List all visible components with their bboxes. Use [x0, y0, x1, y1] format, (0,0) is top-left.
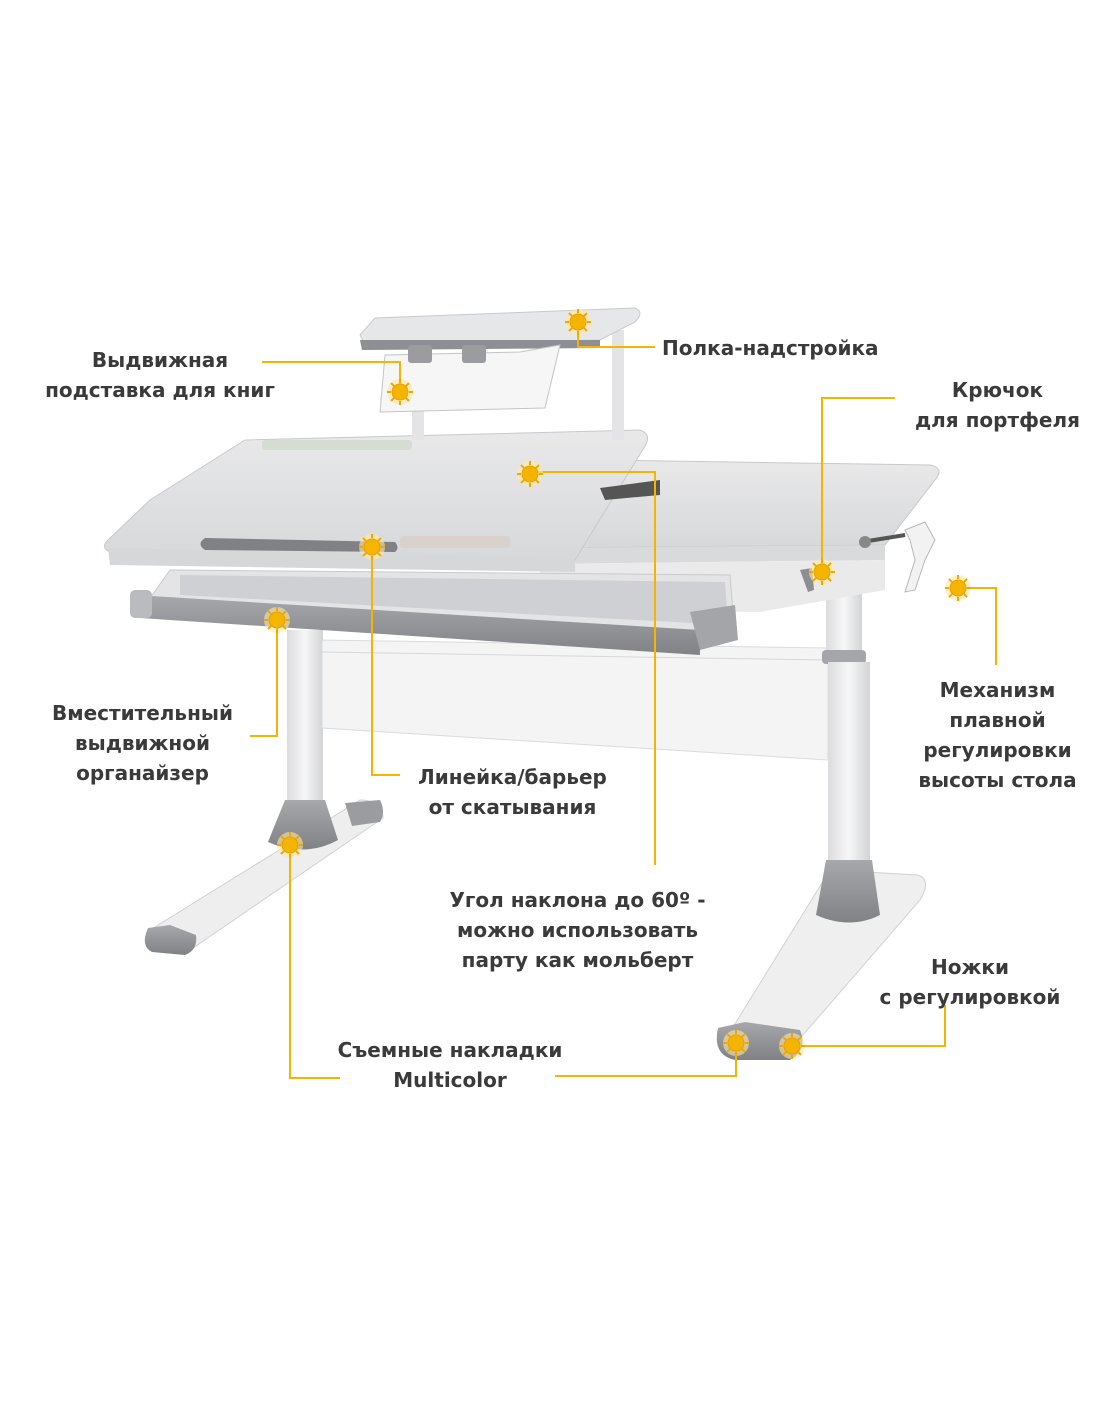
- label-line: Вместительный: [52, 701, 233, 725]
- callout-lines: [250, 322, 997, 1079]
- label-line: Механизм: [939, 678, 1056, 702]
- label-line: для портфеля: [915, 408, 1080, 432]
- sun-marker-icon: [722, 1029, 750, 1057]
- label-line: органайзер: [76, 761, 209, 785]
- line-book-stand: [262, 361, 401, 388]
- left-foot: [149, 799, 384, 954]
- sun-marker-icon: [808, 558, 836, 586]
- top-shelf: [359, 307, 641, 440]
- right-leg-lower: [828, 662, 870, 872]
- sun-marker-icon: [564, 308, 592, 336]
- label-line: плавной: [949, 708, 1046, 732]
- label-line: Ножки: [931, 955, 1009, 979]
- drawer-handle-end: [130, 590, 152, 618]
- modesty-panel: [321, 639, 829, 761]
- label-mechanism: Механизм плавной регулировки высоты стол…: [905, 675, 1090, 795]
- label-line: Выдвижная: [91, 348, 229, 372]
- sun-marker-icon: [386, 378, 414, 406]
- line-pads: [289, 845, 340, 1079]
- line-organizer: [250, 620, 278, 737]
- sun-marker-icon: [778, 1032, 806, 1060]
- sun-marker-icon: [358, 533, 386, 561]
- label-feet: Ножки с регулировкой: [870, 952, 1070, 1012]
- ruler-bar: [200, 538, 398, 552]
- sticker-strip: [262, 440, 510, 548]
- left-leg: [287, 630, 323, 820]
- label-line: с регулировкой: [879, 985, 1061, 1009]
- label-tilt: Угол наклона до 60º - можно использовать…: [440, 885, 715, 975]
- label-line: от скатывания: [428, 795, 597, 819]
- right-leg-base: [816, 860, 880, 923]
- label-ruler: Линейка/барьер от скатывания: [400, 762, 625, 822]
- sun-marker-icon: [263, 606, 291, 634]
- right-leg-collar: [822, 650, 866, 664]
- line-tilt: [530, 471, 656, 865]
- line-hook: [821, 397, 895, 570]
- desk: [104, 307, 940, 1060]
- crank-handle: [859, 521, 936, 593]
- label-line: Полка-надстройка: [662, 336, 879, 360]
- left-foot-cap-back: [345, 800, 383, 826]
- left-foot-cap-front: [144, 925, 197, 955]
- label-organizer: Вместительный выдвижной органайзер: [40, 698, 245, 788]
- label-line: Линейка/барьер: [418, 765, 607, 789]
- label-hook: Крючок для портфеля: [905, 375, 1090, 435]
- label-shelf: Полка-надстройка: [662, 333, 892, 363]
- line-pads-2: [555, 1044, 737, 1077]
- label-book-stand: Выдвижная подставка для книг: [40, 345, 280, 405]
- sun-marker-icon: [276, 831, 304, 859]
- label-line: Угол наклона до 60º -: [449, 888, 706, 912]
- label-line: Съемные накладки: [337, 1038, 563, 1062]
- label-line: высоты стола: [918, 768, 1077, 792]
- line-ruler: [371, 548, 400, 776]
- sun-marker-icon: [944, 574, 972, 602]
- label-line: выдвижной: [74, 731, 211, 755]
- label-line: можно использовать: [457, 918, 698, 942]
- label-line: регулировки: [923, 738, 1072, 762]
- line-feet: [792, 1005, 946, 1047]
- sun-marker-icon: [516, 460, 544, 488]
- label-line: Крючок: [951, 378, 1044, 402]
- label-pads: Съемные накладки Multicolor: [330, 1035, 570, 1095]
- label-line: парту как мольберт: [461, 948, 694, 972]
- label-line: подставка для книг: [45, 378, 275, 402]
- desk-top-left-tilted: [104, 429, 649, 561]
- label-line: Multicolor: [393, 1068, 507, 1092]
